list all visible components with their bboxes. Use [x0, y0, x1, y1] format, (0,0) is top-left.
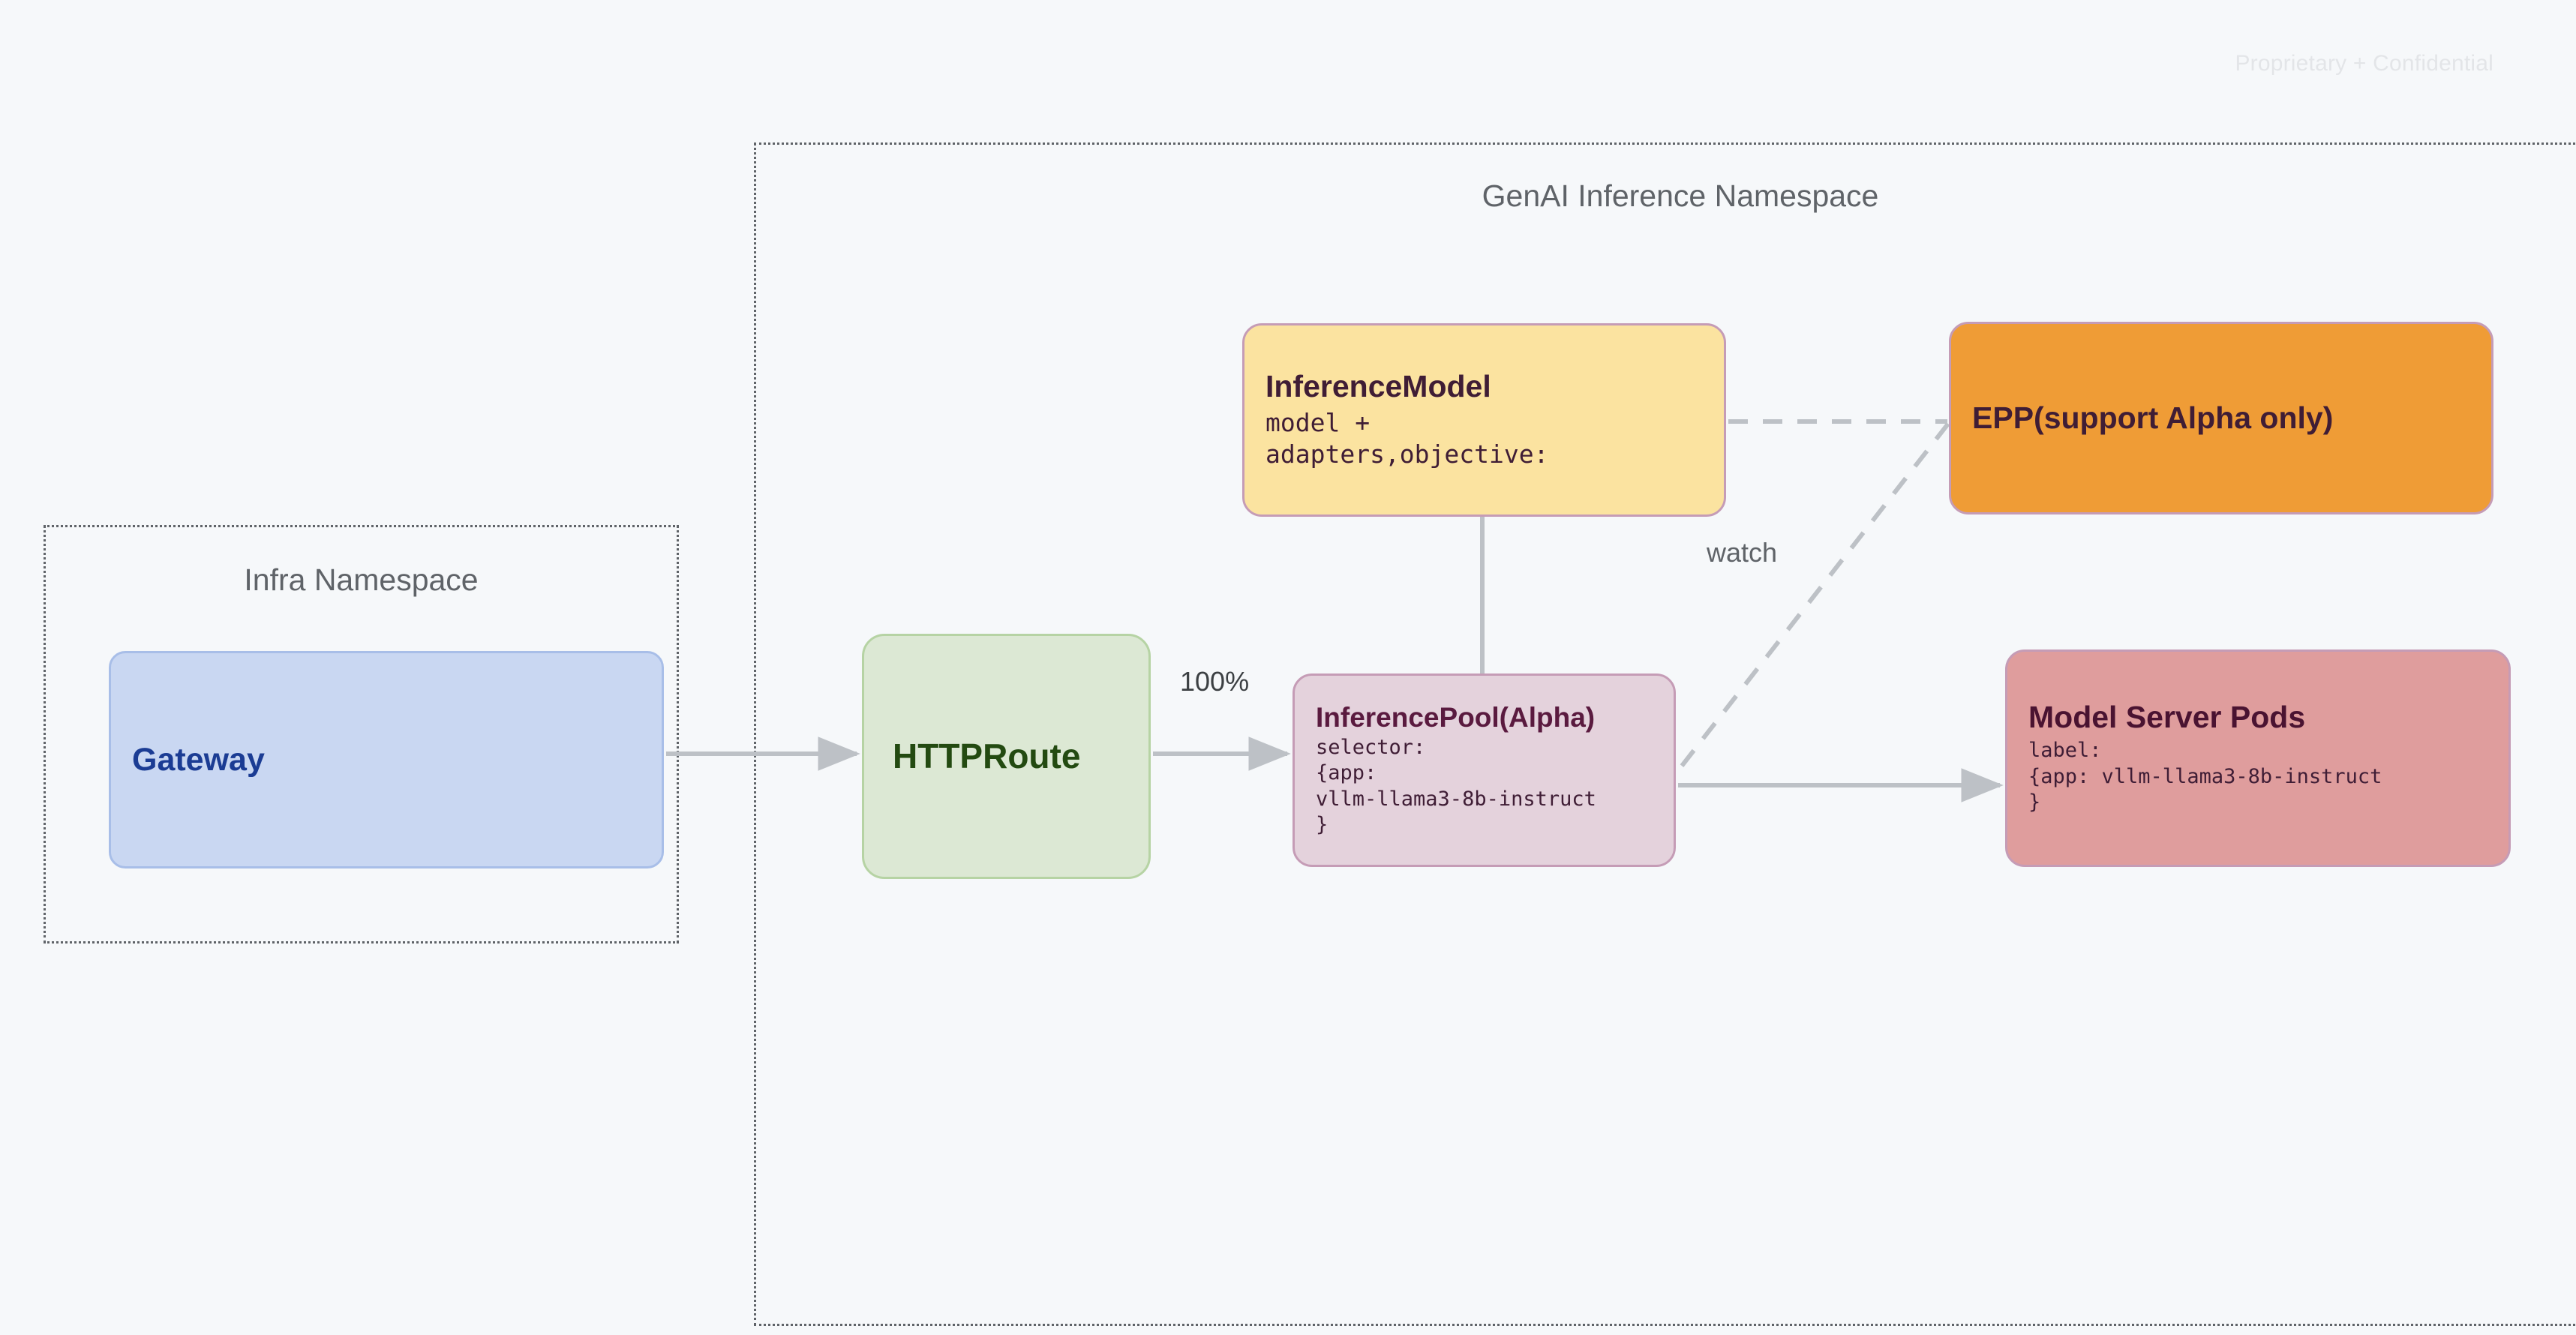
- node-httproute[interactable]: HTTPRoute: [862, 634, 1151, 879]
- infra-namespace-container: [44, 525, 679, 944]
- infra-namespace-title: Infra Namespace: [244, 562, 479, 597]
- node-httproute-title: HTTPRoute: [893, 736, 1081, 776]
- node-inference-model[interactable]: InferenceModel model + adapters,objectiv…: [1242, 323, 1726, 517]
- node-epp[interactable]: EPP(support Alpha only): [1949, 322, 2493, 514]
- node-gateway[interactable]: Gateway: [109, 651, 664, 868]
- genai-namespace-container: [754, 142, 2576, 1326]
- node-model-server-pods[interactable]: Model Server Pods label: {app: vllm-llam…: [2005, 650, 2511, 867]
- node-model-server-pods-title: Model Server Pods: [2028, 700, 2306, 735]
- confidentiality-watermark: Proprietary + Confidential: [2235, 51, 2493, 76]
- node-epp-title: EPP(support Alpha only): [1972, 400, 2334, 435]
- node-inference-pool-body: selector: {app: vllm-llama3-8b-instruct …: [1316, 735, 1596, 837]
- node-inference-pool-title: InferencePool(Alpha): [1316, 702, 1596, 734]
- node-model-server-pods-body: label: {app: vllm-llama3-8b-instruct }: [2028, 739, 2382, 814]
- edge-label-traffic-weight: 100%: [1180, 666, 1250, 697]
- node-inference-model-title: InferenceModel: [1265, 368, 1491, 404]
- node-inference-model-body: model + adapters,objective:: [1265, 407, 1549, 469]
- node-inference-pool[interactable]: InferencePool(Alpha) selector: {app: vll…: [1293, 674, 1676, 867]
- genai-namespace-title: GenAI Inference Namespace: [1482, 178, 1879, 213]
- edge-label-watch: watch: [1707, 537, 1778, 568]
- node-gateway-title: Gateway: [132, 741, 265, 778]
